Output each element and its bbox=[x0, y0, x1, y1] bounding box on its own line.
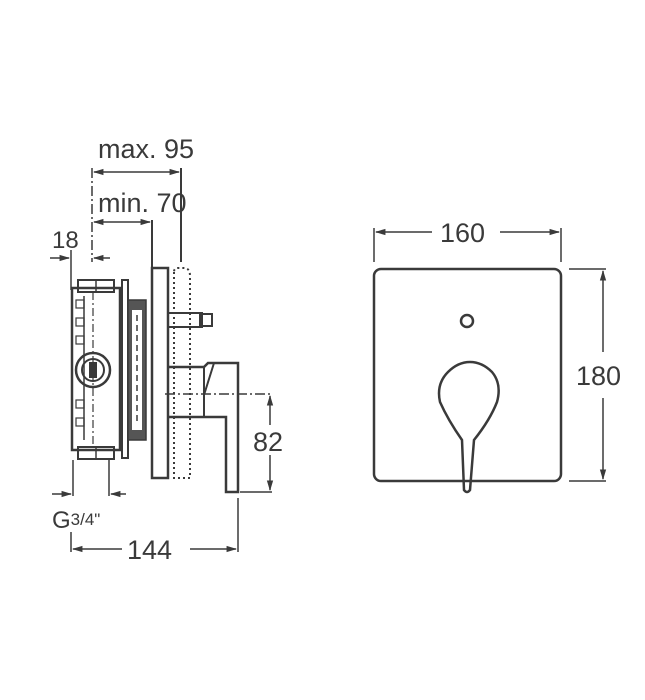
height-dimension bbox=[569, 268, 607, 482]
valve-body bbox=[70, 279, 122, 460]
connection-fraction: 3/4" bbox=[71, 510, 101, 529]
max-depth-label: max. 95 bbox=[98, 134, 194, 164]
connection-label: G3/4" bbox=[52, 507, 100, 534]
handle-height-label: 82 bbox=[253, 427, 283, 457]
min-depth-label: min. 70 bbox=[98, 188, 187, 218]
max-depth-dimension bbox=[91, 168, 182, 262]
connection-letter: G bbox=[52, 507, 71, 534]
total-length-label: 144 bbox=[127, 535, 172, 565]
handle-side bbox=[168, 361, 240, 494]
handle-height-dimension bbox=[240, 394, 294, 493]
tile-outline-dotted bbox=[173, 267, 191, 479]
front-view: 160 180 bbox=[372, 218, 621, 494]
lever-handle-front bbox=[437, 360, 500, 494]
side-view: max. 95 min. 70 18 bbox=[50, 134, 294, 565]
diverter-pin-side bbox=[167, 312, 213, 328]
wall-plate-side bbox=[150, 266, 170, 480]
height-label: 180 bbox=[576, 361, 621, 391]
wall-plate-front bbox=[372, 267, 563, 483]
min-depth-dimension bbox=[92, 218, 153, 268]
total-length-dimension bbox=[70, 498, 239, 553]
diverter-button-icon bbox=[459, 313, 475, 329]
connection-dimension bbox=[52, 460, 126, 498]
width-dimension bbox=[373, 228, 562, 262]
width-label: 160 bbox=[440, 218, 485, 248]
mounting-frame bbox=[121, 279, 147, 459]
offset-dimension bbox=[50, 250, 110, 290]
offset-label: 18 bbox=[52, 227, 79, 254]
